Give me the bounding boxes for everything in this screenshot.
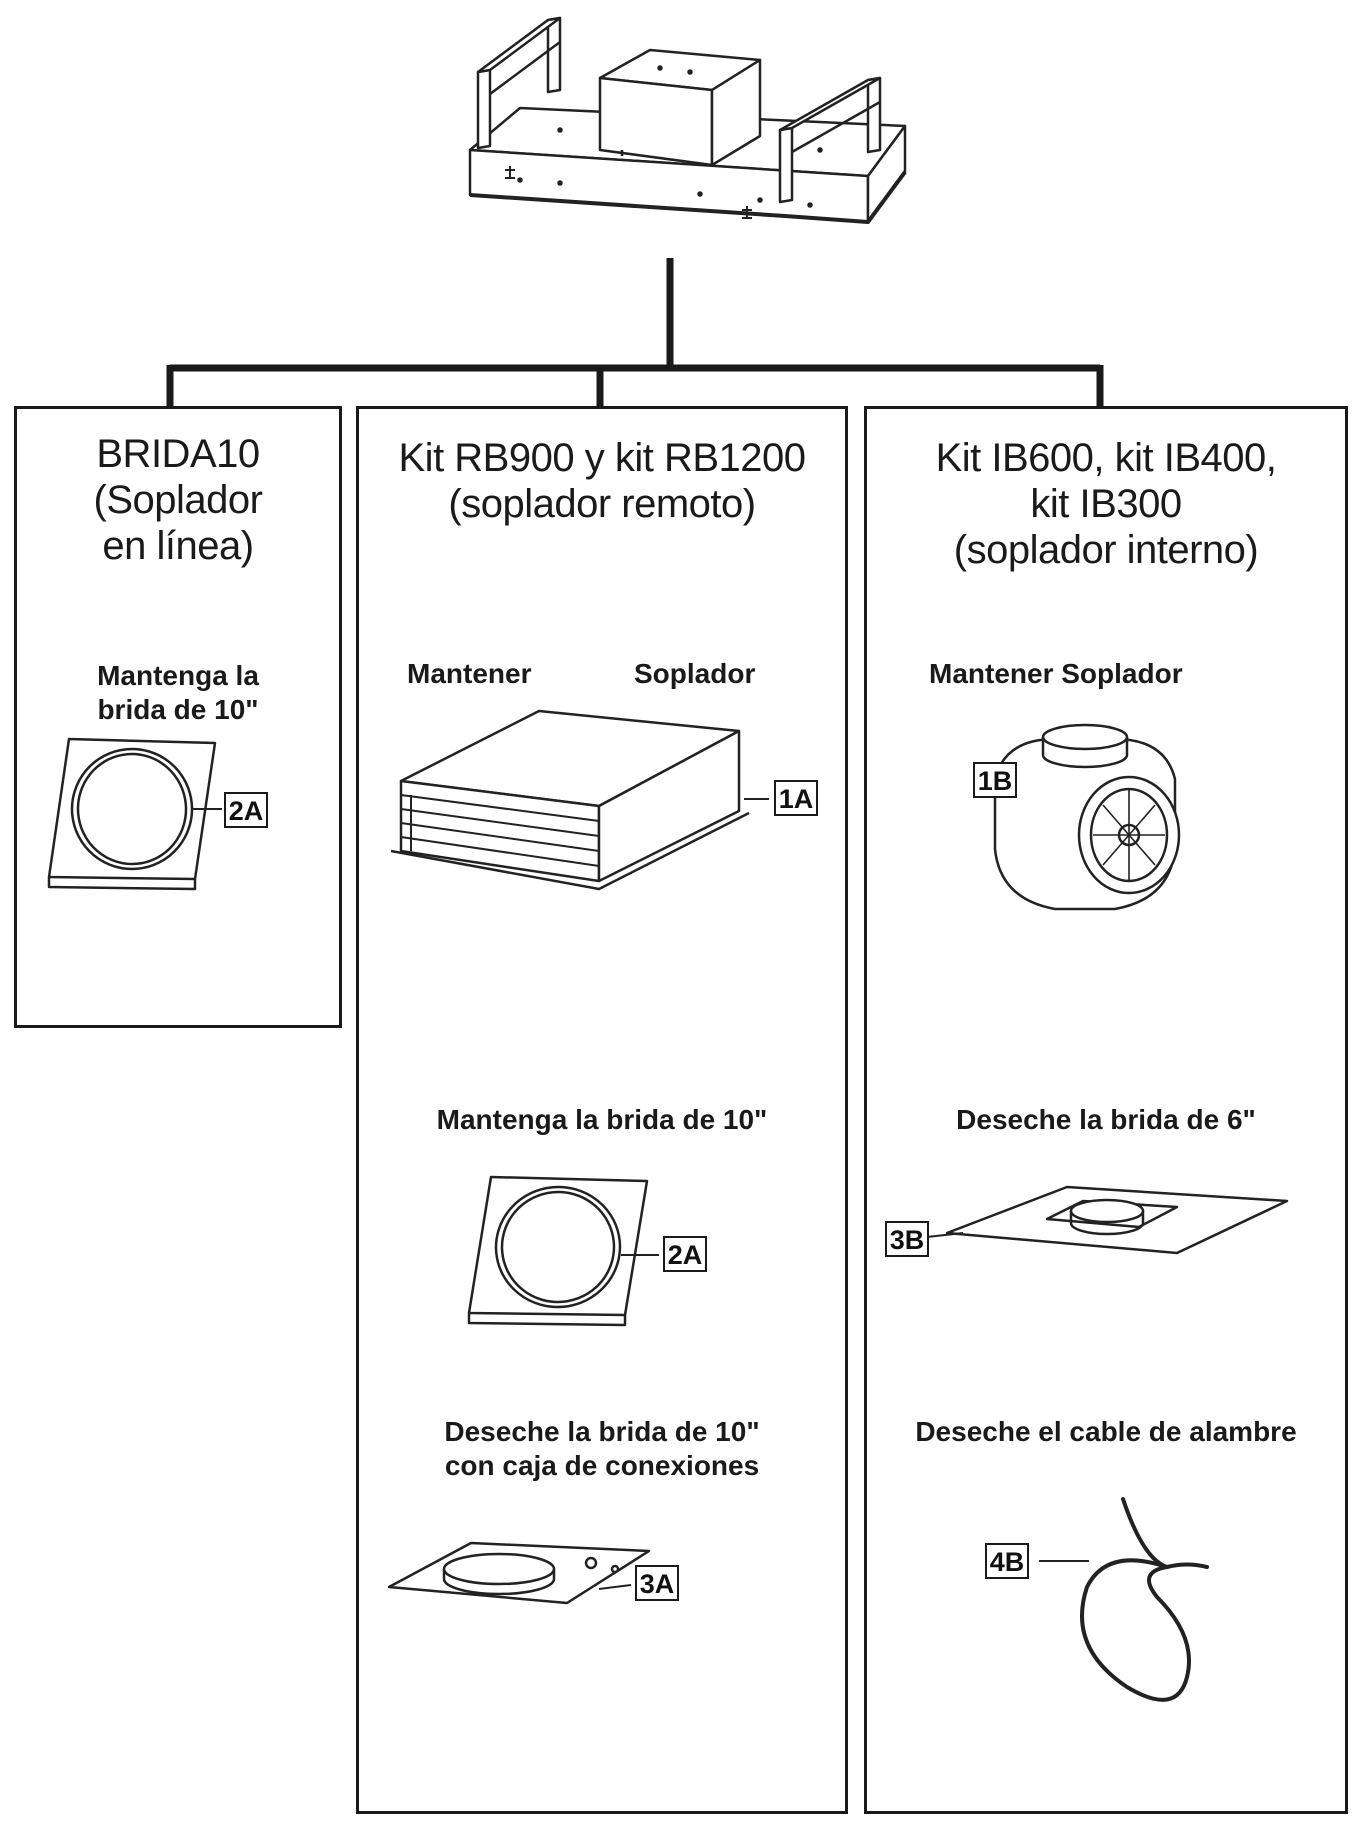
part-tag-1b: 1B — [973, 762, 1017, 798]
part-tag-2a-rb: 2A — [663, 1236, 707, 1272]
keep-flange-10-label: Mantenga la brida de 10" — [97, 660, 259, 725]
wire-cable-illustration — [1039, 1497, 1209, 1702]
discard-flange-10-label: Deseche la brida de 10" con caja de cone… — [444, 1416, 760, 1481]
keep-flange-10-label-rb: Mantenga la brida de 10" — [436, 1104, 768, 1135]
part-tag-3a: 3A — [635, 1565, 679, 1601]
part-tag-2a: 2A — [224, 792, 268, 828]
range-hood-insert-illustration — [468, 16, 907, 360]
blower-label: Soplador — [634, 658, 756, 689]
part-tag-3b: 3B — [885, 1221, 929, 1257]
discard-flange-6-label: Deseche la brida de 6" — [956, 1104, 1256, 1135]
part-tag-4b: 4B — [985, 1543, 1029, 1579]
flange-10-illustration-rb — [467, 1175, 659, 1327]
tree-connector-lines — [166, 258, 1104, 408]
flange-6-illustration — [926, 1185, 1289, 1255]
keep-label: Mantener — [407, 658, 532, 689]
remote-blower-illustration — [390, 709, 769, 891]
keep-blower-label: Mantener Soplador — [929, 658, 1183, 689]
panel-brida10: BRIDA10 (Soplador en línea) Mantenga la … — [14, 406, 342, 1028]
discard-wire-cable-label: Deseche el cable de alambre — [915, 1416, 1297, 1447]
panel-ib-kits: Kit IB600, kit IB400, kit IB300 (soplado… — [864, 406, 1348, 1814]
panel-rb-kits: Kit RB900 y kit RB1200 (soplador remoto)… — [356, 406, 848, 1814]
part-tag-1a: 1A — [774, 780, 818, 816]
panel-ib-title: Kit IB600, kit IB400, kit IB300 (soplado… — [935, 436, 1277, 572]
flange-junction-box-illustration — [387, 1541, 651, 1605]
flange-10-illustration — [47, 737, 222, 891]
panel-rb-title: Kit RB900 y kit RB1200 (soplador remoto) — [398, 436, 807, 526]
internal-blower-illustration — [979, 723, 1181, 911]
panel-brida10-title: BRIDA10 (Soplador en línea) — [93, 432, 263, 568]
